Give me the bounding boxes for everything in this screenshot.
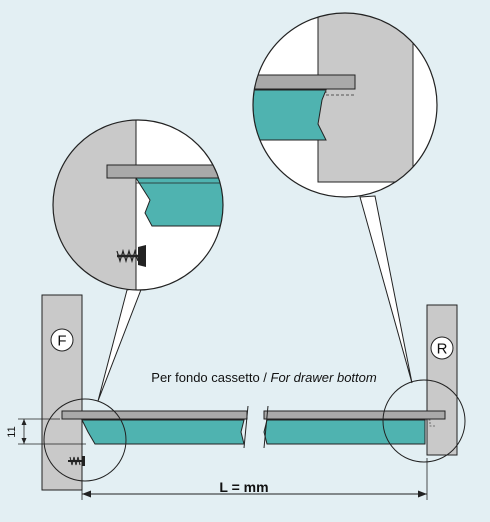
front-label-circle [50,328,74,352]
drawer-bottom-left [81,419,245,445]
rail-break-right [263,405,269,449]
caption-english: For drawer bottom [271,370,377,385]
rear-callout-cone [359,195,413,384]
caption-italian: Per fondo cassetto / [151,370,270,385]
front-detail-panel [53,120,136,290]
height-dimension [18,418,86,445]
height-dimension-label: 11 [6,426,18,437]
top-rail-left [61,410,248,420]
front-side-panel [41,294,83,491]
front-detail-marker [43,398,127,482]
front-detail-bottom [135,177,223,227]
rear-side-panel [426,304,458,456]
rear-detail-panel [317,13,414,183]
front-detail-screw [116,245,146,267]
rear-label-circle [430,336,454,360]
rear-detail-view [252,12,438,198]
rear-detail-notch [325,90,355,96]
rear-label: R [437,341,448,358]
length-dimension [81,458,428,500]
drawer-bottom-right [263,419,426,445]
rear-notch-detail [425,419,436,427]
caption: Per fondo cassetto / For drawer bottom [151,370,377,385]
front-screw-small [68,456,85,466]
length-dimension-label: L = mm [219,479,268,495]
rear-detail-bottom [253,89,327,141]
rear-detail-rail [253,74,356,90]
rear-detail-marker [382,379,466,463]
front-detail-rail [106,164,223,179]
front-detail-view [52,119,224,291]
top-rail-right [263,410,446,420]
front-label: F [57,333,66,350]
rail-break-left [243,405,249,449]
front-callout-cone [97,286,143,402]
